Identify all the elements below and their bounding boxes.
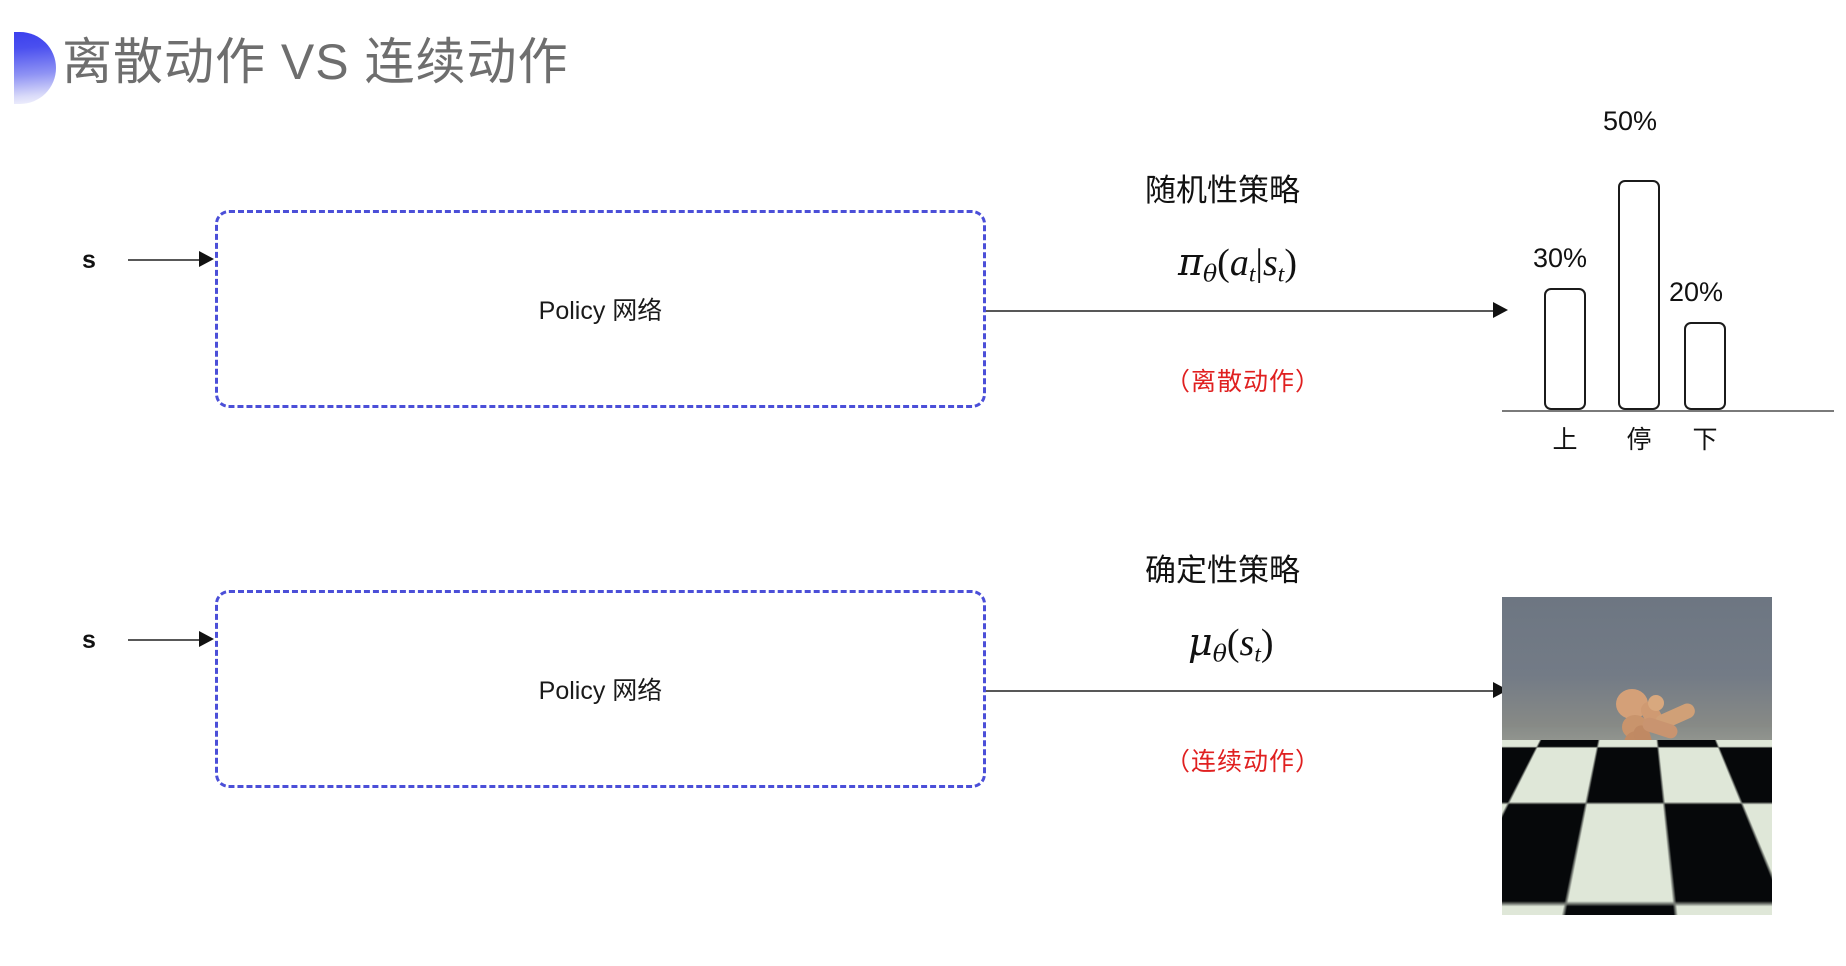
formula-a-subscript: t [1248,261,1256,288]
note-discrete-action: （离散动作） [1165,368,1322,396]
action-probability-bar-chart: 30% 上 50% 停 20% 下 [1502,106,1834,454]
formula-s-symbol: s [1262,242,1278,284]
humanoid-foot-front [1624,847,1654,863]
formula-conditional-bar: | [1255,242,1263,284]
input-arrow-head-discrete [199,251,214,267]
policy-network-box-continuous[interactable]: Policy 网络 [215,590,986,788]
chart-baseline-axis [1502,410,1834,412]
bar-2 [1684,322,1726,410]
formula-a-symbol: a [1229,242,1249,284]
state-label-discrete: s [82,246,96,274]
policy-network-label-continuous: Policy 网络 [538,677,663,705]
page-title: 离散动作 VS 连续动作 [62,34,569,90]
formula-stochastic-policy: πθ(at|st) [1178,240,1297,289]
bar-0 [1544,288,1586,410]
formula-theta-subscript-2: θ [1212,639,1227,668]
humanoid-simulation-image [1502,597,1772,915]
policy-network-box-discrete[interactable]: Policy 网络 [215,210,986,408]
bar-1 [1618,180,1660,410]
formula-pi-symbol: π [1178,240,1203,284]
bar-category-1: 停 [1626,426,1652,454]
formula-close-paren: ) [1284,242,1297,284]
formula-s-subscript-2: t [1254,641,1261,668]
output-arrow-line-continuous [986,690,1494,692]
bar-category-0: 上 [1552,426,1578,454]
input-arrow-line-discrete [128,259,200,261]
output-arrow-head-discrete [1493,302,1508,318]
formula-s-symbol-2: s [1239,622,1255,664]
formula-s-subscript: t [1277,261,1285,288]
bar-category-2: 下 [1692,426,1718,454]
humanoid-hand-right [1648,695,1664,711]
output-arrow-line-discrete [986,310,1494,312]
formula-close-paren-2: ) [1260,622,1274,664]
formula-deterministic-policy: μθ(st) [1188,620,1274,669]
input-arrow-line-continuous [128,639,200,641]
policy-network-label-discrete: Policy 网络 [538,297,663,325]
title-decoration-half-circle-icon [14,32,56,104]
formula-mu-symbol: μ [1188,620,1213,664]
caption-stochastic-policy: 随机性策略 [1145,173,1300,208]
bar-value-2: 20% [1668,277,1724,307]
note-continuous-action: （连续动作） [1165,748,1322,776]
formula-theta-subscript: θ [1202,259,1218,288]
bar-value-1: 50% [1602,106,1658,136]
formula-open-paren: ( [1217,242,1230,284]
state-label-continuous: s [82,626,96,654]
bar-value-0: 30% [1532,243,1588,273]
input-arrow-head-continuous [199,631,214,647]
formula-open-paren-2: ( [1226,622,1240,664]
humanoid-knee-back [1578,835,1600,857]
humanoid-figure [1502,597,1772,915]
caption-deterministic-policy: 确定性策略 [1145,553,1300,588]
